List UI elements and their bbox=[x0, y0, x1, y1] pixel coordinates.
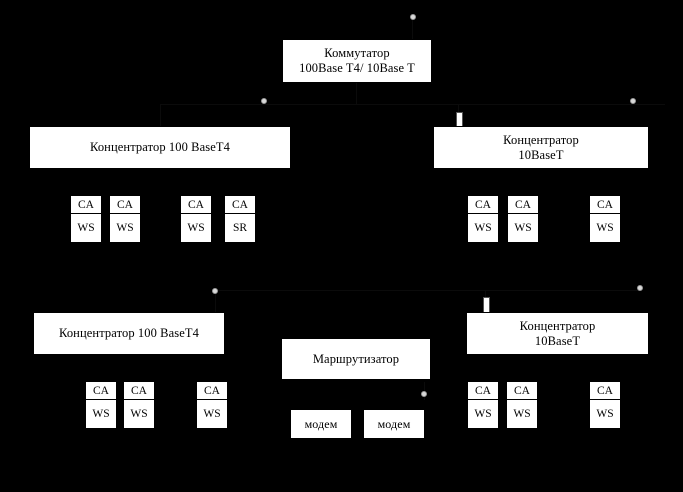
station-adapter-label: CA bbox=[124, 382, 154, 400]
station-bottom-right-2[interactable]: CA WS bbox=[506, 381, 538, 429]
modem-label-1: модем bbox=[304, 416, 338, 431]
station-bottom-left-1[interactable]: CA WS bbox=[85, 381, 117, 429]
anchor-handle-trunk-right[interactable] bbox=[630, 98, 636, 104]
anchor-handle-switch-top[interactable] bbox=[410, 14, 416, 20]
router-label: Маршрутизатор bbox=[312, 351, 400, 366]
station-bottom-right-3[interactable]: CA WS bbox=[589, 381, 621, 429]
modem-label-2: модем bbox=[377, 416, 411, 431]
link-switch-down bbox=[356, 82, 357, 104]
station-type-label: WS bbox=[514, 222, 532, 234]
switch-label-line2: 100Base T4/ 10Base T bbox=[299, 61, 415, 75]
station-adapter-label: CA bbox=[197, 382, 227, 400]
hub-top-left-box[interactable]: Концентратор 100 BaseT4 bbox=[29, 126, 291, 169]
station-bottom-right-1[interactable]: CA WS bbox=[467, 381, 499, 429]
hub-top-right-label-line2: 10BaseT bbox=[518, 147, 564, 162]
hub-bottom-left-box[interactable]: Концентратор 100 BaseT4 bbox=[33, 312, 225, 355]
station-type-label: WS bbox=[203, 408, 221, 420]
station-type-label: WS bbox=[513, 408, 531, 420]
station-adapter-label: CA bbox=[468, 382, 498, 400]
link-hub-tl-up bbox=[160, 104, 161, 126]
anchor-handle-hub-bottom-left[interactable] bbox=[212, 288, 218, 294]
hub-top-left-label: Концентратор 100 BaseT4 bbox=[90, 140, 230, 155]
station-type-label: WS bbox=[130, 408, 148, 420]
link-hub-bl-up bbox=[215, 290, 216, 312]
station-adapter-label: CA bbox=[71, 196, 101, 214]
station-type-label: SR bbox=[232, 222, 248, 234]
hub-bottom-right-box[interactable]: Концентратор 10BaseT bbox=[466, 312, 649, 355]
station-type-label: WS bbox=[92, 408, 110, 420]
hub-top-right-box[interactable]: Концентратор 10BaseT bbox=[433, 126, 649, 169]
hub-bottom-left-label: Концентратор 100 BaseT4 bbox=[59, 326, 199, 341]
modem-box-1[interactable]: модем bbox=[290, 409, 352, 439]
modem-box-2[interactable]: модем bbox=[363, 409, 425, 439]
station-top-right-1[interactable]: CA WS bbox=[467, 195, 499, 243]
station-adapter-label: CA bbox=[86, 382, 116, 400]
station-top-left-4[interactable]: CA SR bbox=[224, 195, 256, 243]
station-top-left-3[interactable]: CA WS bbox=[180, 195, 212, 243]
station-top-right-2[interactable]: CA WS bbox=[507, 195, 539, 243]
hub-bottom-right-label-line2: 10BaseT bbox=[534, 333, 581, 348]
station-type-label: WS bbox=[77, 222, 95, 234]
hub-top-right-label-line1: Концентратор bbox=[503, 132, 579, 147]
station-adapter-label: CA bbox=[590, 196, 620, 214]
station-adapter-label: CA bbox=[590, 382, 620, 400]
station-bottom-left-3[interactable]: CA WS bbox=[196, 381, 228, 429]
station-type-label: WS bbox=[596, 408, 614, 420]
router-box[interactable]: Маршрутизатор bbox=[281, 338, 431, 380]
anchor-handle-trunk-left[interactable] bbox=[261, 98, 267, 104]
station-adapter-label: CA bbox=[507, 382, 537, 400]
station-adapter-label: CA bbox=[508, 196, 538, 214]
station-type-label: WS bbox=[116, 222, 134, 234]
station-top-left-1[interactable]: CA WS bbox=[70, 195, 102, 243]
station-top-left-2[interactable]: CA WS bbox=[109, 195, 141, 243]
anchor-handle-router[interactable] bbox=[421, 391, 427, 397]
link-trunk-bottom bbox=[215, 290, 640, 291]
station-bottom-left-2[interactable]: CA WS bbox=[123, 381, 155, 429]
station-type-label: WS bbox=[474, 222, 492, 234]
station-adapter-label: CA bbox=[468, 196, 498, 214]
switch-box[interactable]: Коммутатор 100Base T4/ 10Base T bbox=[282, 39, 432, 83]
switch-label-line1: Коммутатор bbox=[324, 46, 390, 61]
hub-bottom-right-label-line1: Концентратор bbox=[519, 318, 596, 333]
link-switch-uplink bbox=[412, 14, 413, 40]
station-adapter-label: CA bbox=[225, 196, 255, 214]
anchor-handle-hub-bottom-right[interactable] bbox=[637, 285, 643, 291]
station-type-label: WS bbox=[187, 222, 205, 234]
station-adapter-label: CA bbox=[181, 196, 211, 214]
station-type-label: WS bbox=[596, 222, 614, 234]
station-adapter-label: CA bbox=[110, 196, 140, 214]
link-trunk-top bbox=[160, 104, 665, 105]
station-type-label: WS bbox=[474, 408, 492, 420]
station-top-right-3[interactable]: CA WS bbox=[589, 195, 621, 243]
